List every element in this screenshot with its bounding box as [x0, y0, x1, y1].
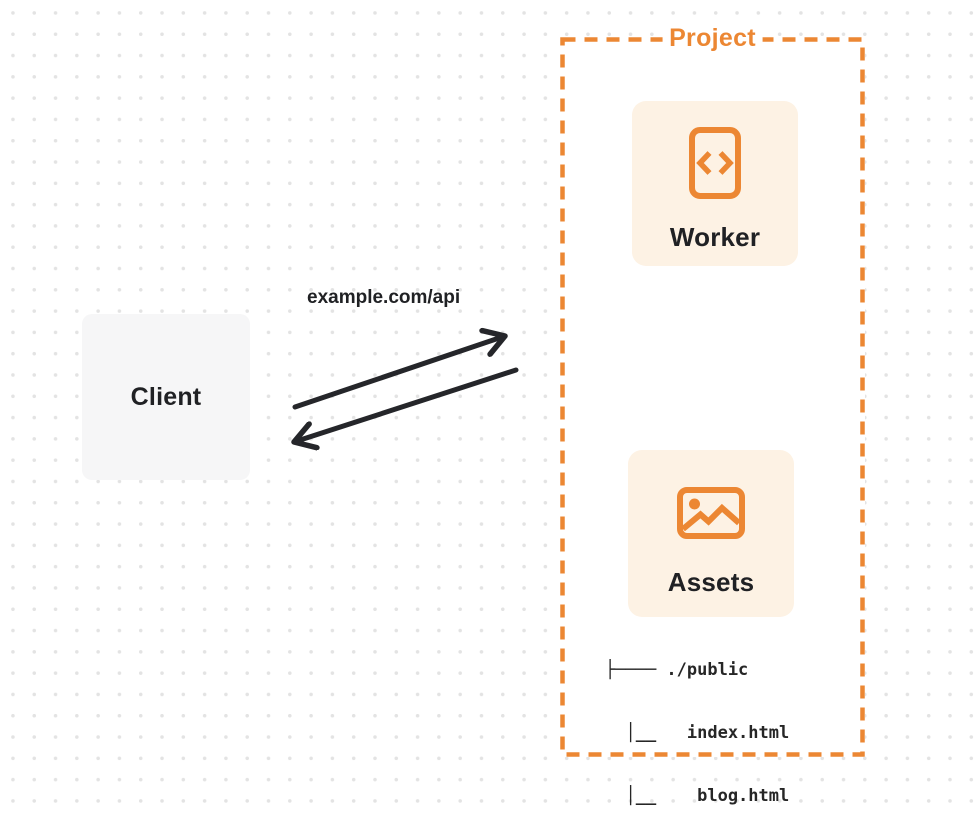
project-boundary: Project Worker Assets ├──── ./public │__… — [560, 23, 865, 806]
assets-node: Assets — [628, 450, 794, 617]
response-arrow — [294, 367, 519, 442]
file-tree-line: │__ blog.html — [605, 786, 790, 806]
file-tree-line: │__ index.html — [605, 723, 790, 743]
worker-label: Worker — [669, 222, 761, 252]
worker-node: Worker — [632, 101, 798, 266]
file-tree-line: ├──── ./public — [605, 660, 749, 680]
assets-file-tree: ├──── ./public │__ index.html │__ blog.h… — [605, 618, 789, 818]
image-icon — [677, 487, 745, 539]
client-node: Client — [82, 314, 250, 480]
project-label: Project — [662, 23, 763, 53]
code-file-icon — [689, 127, 741, 199]
request-arrow — [292, 336, 505, 410]
assets-label: Assets — [667, 567, 755, 597]
client-label: Client — [130, 382, 202, 411]
request-url-label: example.com/api — [307, 287, 461, 308]
